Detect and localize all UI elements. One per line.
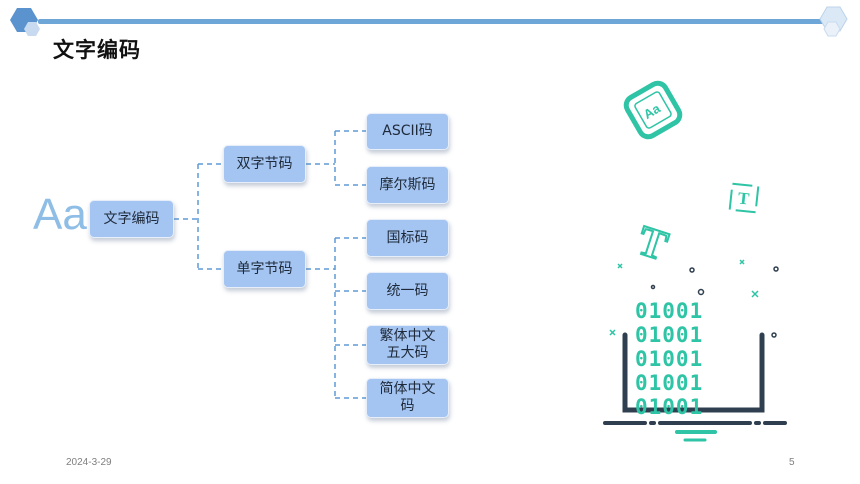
footer-date: 2024-3-29 <box>66 457 112 468</box>
leaf-node-label-line: 码 <box>400 398 415 414</box>
leaf-node-simplified-chinese: 简体中文 码 <box>366 378 449 418</box>
leaf-node-label-line: 繁体中文 <box>379 328 436 344</box>
big-letter-t: T <box>632 218 673 270</box>
aa-decoration: Aa <box>33 190 87 239</box>
binary-row: 01001 <box>635 395 703 419</box>
leaf-node-morse: 摩尔斯码 <box>366 166 449 204</box>
leaf-node-label: ASCII码 <box>382 123 433 139</box>
branch-node-double-byte: 双字节码 <box>223 145 306 183</box>
root-node-label: 文字编码 <box>103 210 160 227</box>
binary-row: 01001 <box>635 299 703 323</box>
leaf-node-label: 统一码 <box>386 282 429 299</box>
text-frame-letter: T <box>737 188 751 208</box>
leaf-node-gb-code: 国标码 <box>366 219 449 257</box>
binary-row: 01001 <box>635 323 703 347</box>
hexagon-decoration-left <box>10 8 40 36</box>
aa-badge-text: Aa <box>641 100 664 122</box>
footer-page-number: 5 <box>789 457 795 468</box>
binary-row: 01001 <box>635 347 703 371</box>
branch-node-single-byte: 单字节码 <box>223 250 306 288</box>
aa-badge-icon: Aa <box>623 80 683 140</box>
leaf-node-label-line: 五大码 <box>386 345 429 361</box>
leaf-node-big5: 繁体中文 五大码 <box>366 325 449 365</box>
leaf-node-ascii: ASCII码 <box>366 113 449 150</box>
binary-row: 01001 <box>635 371 703 395</box>
text-frame-icon: T <box>728 182 760 214</box>
branch-node-label: 单字节码 <box>236 260 293 277</box>
leaf-node-label: 国标码 <box>386 229 429 246</box>
leaf-node-label: 摩尔斯码 <box>379 176 436 193</box>
big-letter-t-icon: T <box>631 217 674 271</box>
mindmap-root-node: 文字编码 <box>89 200 174 238</box>
hexagon-decoration-right <box>819 6 848 37</box>
branch-node-label: 双字节码 <box>236 155 293 172</box>
leaf-node-label-line: 简体中文 <box>379 381 436 397</box>
leaf-node-unicode: 统一码 <box>366 272 449 310</box>
header-accent-bar <box>38 19 828 24</box>
slide-title: 文字编码 <box>53 38 141 62</box>
